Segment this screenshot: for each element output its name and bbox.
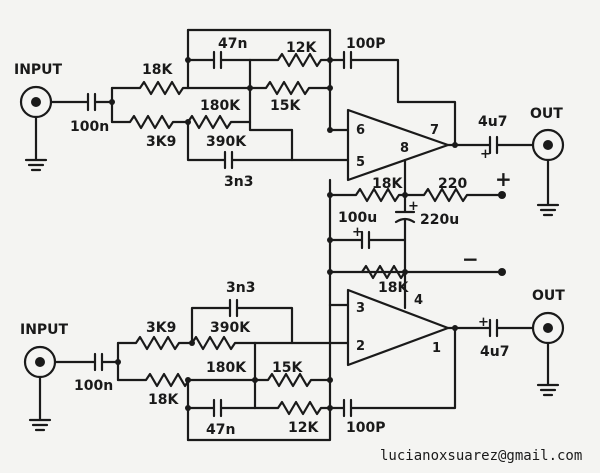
bottom-capacitor-47n <box>186 398 257 418</box>
top-r180k-label: 180K <box>200 98 241 114</box>
top-pin-out: 7 <box>430 123 439 138</box>
bottom-resistor-12k <box>253 400 334 416</box>
supply-capacitor-100u: + <box>328 225 407 250</box>
supply-resistor-18k-bottom <box>328 264 407 280</box>
top-r390k-label: 390K <box>206 134 247 150</box>
supply-r18k-bottom-label: 18K <box>378 280 409 296</box>
bottom-r390k-label: 390K <box>210 320 251 336</box>
bottom-r3k9-label: 3K9 <box>146 320 176 336</box>
top-input-capacitor <box>86 92 114 112</box>
top-capacitor-100p <box>328 50 400 104</box>
supply-plus-label: + <box>495 167 512 191</box>
supply-minus-label: − <box>462 247 479 271</box>
bottom-pin-gnd: 4 <box>414 293 423 308</box>
supply-capacitor-220u: + <box>394 193 419 274</box>
svg-text:+: + <box>408 199 419 214</box>
top-r12k-label: 12K <box>286 40 317 56</box>
bottom-output-capacitor: + <box>478 315 534 338</box>
bottom-pin-in-plus: 3 <box>356 301 365 316</box>
supply-c100u-label: 100u <box>338 210 377 226</box>
top-resistor-3k9 <box>110 114 252 130</box>
top-c100p-label: 100P <box>346 36 385 52</box>
top-input-jack <box>19 85 90 172</box>
top-output-jack <box>531 128 565 217</box>
top-resistor-12k <box>248 52 334 68</box>
top-r15k-label: 15K <box>270 98 301 114</box>
top-input-cap-label: 100n <box>70 119 109 135</box>
bottom-r180k-label: 180K <box>206 360 247 376</box>
bottom-input-jack <box>23 345 97 432</box>
top-r18k-label: 18K <box>142 62 173 78</box>
bottom-channel: INPUT 100n 3K9 390K 3n3 180K 18K 15K <box>20 280 565 442</box>
svg-text:+: + <box>480 147 491 162</box>
top-channel: INPUT 100n 18K 180K 3K9 390K <box>14 28 565 217</box>
bottom-c100p-label: 100P <box>346 420 385 436</box>
top-output-cap-label: 4u7 <box>478 114 507 130</box>
supply-c220u-label: 220u <box>420 212 459 228</box>
bottom-r15k-label: 15K <box>272 360 303 376</box>
supply-resistor-18k-top <box>328 187 407 203</box>
bottom-capacitor-100p <box>328 328 457 418</box>
top-pin-in-plus: 5 <box>356 155 365 170</box>
bottom-input-capacitor <box>93 352 120 372</box>
bottom-input-label: INPUT <box>20 322 69 338</box>
bottom-opamp <box>346 288 492 367</box>
bottom-input-cap-label: 100n <box>74 378 113 394</box>
svg-text:+: + <box>352 225 363 240</box>
bottom-r18k-label: 18K <box>148 392 179 408</box>
top-pin-supply: 8 <box>400 141 409 156</box>
bottom-resistor-3k9 <box>116 335 257 351</box>
svg-text:+: + <box>478 315 489 330</box>
top-opamp <box>290 100 492 182</box>
supply-section: 18K 220 + + 220u + 100u − 18K <box>327 158 512 307</box>
bottom-output-jack <box>531 311 565 397</box>
top-capacitor-47n <box>186 50 252 70</box>
bottom-c47n-label: 47n <box>206 422 235 438</box>
top-output-capacitor: + <box>480 135 534 162</box>
supply-r220-label: 220 <box>438 176 467 192</box>
supply-r18k-top-label: 18K <box>372 176 403 192</box>
top-r3k9-label: 3K9 <box>146 134 176 150</box>
top-resistor-15k <box>248 80 332 96</box>
top-resistor-18k <box>110 80 252 96</box>
top-c3n3-label: 3n3 <box>224 174 253 190</box>
bottom-resistor-15k <box>253 372 332 388</box>
bottom-c3n3-label: 3n3 <box>226 280 255 296</box>
credit-email: lucianoxsuarez@gmail.com <box>380 448 582 464</box>
top-input-label: INPUT <box>14 62 63 78</box>
bottom-output-cap-label: 4u7 <box>480 344 509 360</box>
bottom-output-label: OUT <box>532 288 565 304</box>
bottom-r12k-label: 12K <box>288 420 319 436</box>
supply-resistor-220 <box>403 187 506 203</box>
top-c47n-label: 47n <box>218 36 247 52</box>
top-pin-in-minus: 6 <box>356 123 365 138</box>
bottom-pin-out: 1 <box>432 341 441 356</box>
top-output-label: OUT <box>530 106 563 122</box>
bottom-pin-in-minus: 2 <box>356 339 365 354</box>
